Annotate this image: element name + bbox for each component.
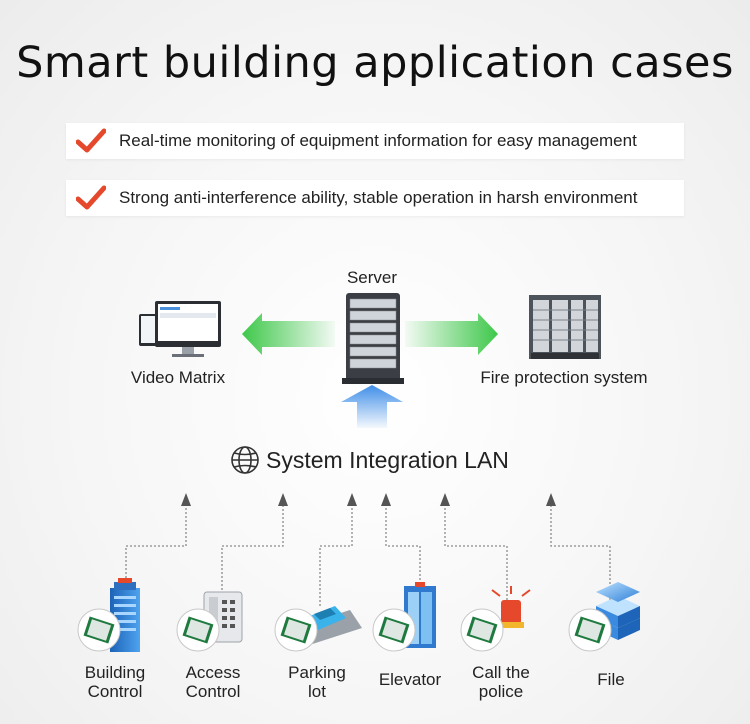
page-title: Smart building application cases	[16, 38, 734, 88]
server-icon	[342, 293, 404, 384]
device-label-call-police: Call the police	[472, 663, 530, 701]
module-icon	[568, 608, 612, 652]
feature-text: Strong anti-interference ability, stable…	[119, 188, 638, 207]
building-icon	[110, 578, 140, 652]
arrow-to-fire-system	[405, 313, 498, 355]
database-icon	[596, 582, 640, 640]
device-label-access-control: Access Control	[185, 663, 241, 701]
connector-arrowheads	[181, 493, 556, 506]
lan-heading: System Integration LAN	[230, 444, 509, 476]
server-label: Server	[346, 268, 398, 287]
alarm-light-icon	[491, 586, 531, 628]
module-icon	[460, 608, 504, 652]
feature-row-2: Strong anti-interference ability, stable…	[66, 180, 684, 216]
device-label-file: File	[597, 670, 625, 689]
device-label-parking-lot: Parking lot	[288, 663, 346, 701]
monitor-icon	[139, 301, 221, 357]
arrow-from-lan	[341, 385, 403, 428]
cabinet-icon	[529, 295, 601, 359]
feature-text: Real-time monitoring of equipment inform…	[119, 131, 637, 150]
lan-label: System Integration LAN	[266, 446, 509, 473]
module-icon	[176, 608, 220, 652]
feature-row-1: Real-time monitoring of equipment inform…	[66, 123, 684, 159]
device-label-building-control: Building Control	[84, 663, 146, 701]
module-icon	[274, 608, 318, 652]
module-icon	[372, 608, 416, 652]
check-icon	[76, 185, 106, 210]
module-icon	[77, 608, 121, 652]
arrow-to-video-matrix	[242, 313, 335, 355]
check-icon	[76, 128, 106, 153]
fire-protection-label: Fire protection system	[480, 368, 648, 387]
device-label-elevator: Elevator	[378, 670, 442, 689]
video-matrix-label: Video Matrix	[130, 368, 226, 387]
globe-icon	[231, 446, 259, 474]
